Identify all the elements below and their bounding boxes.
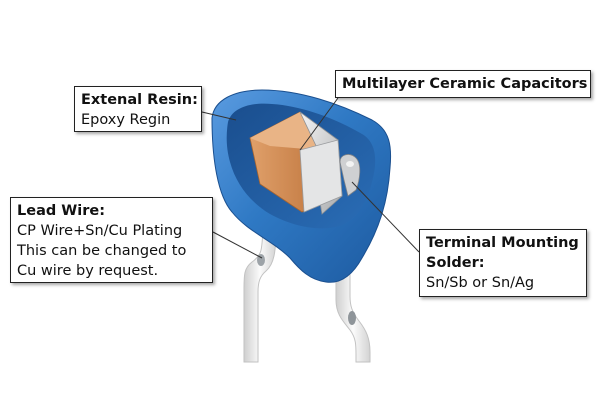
ceramic-body-top — [250, 112, 318, 150]
lead-wires — [243, 227, 371, 363]
ceramic-capacitor-chip — [249, 111, 361, 215]
leader-lines — [201, 97, 420, 259]
leader-line-mlcc — [299, 97, 339, 151]
callout-text: Cu wire by request. — [17, 263, 159, 279]
terminal-front — [299, 139, 343, 213]
callout-title: Multilayer Ceramic Capacitors — [342, 76, 588, 92]
callout-multilayer-ceramic-capacitors: Multilayer Ceramic Capacitors — [335, 70, 591, 98]
lead-wire-left — [243, 227, 277, 363]
callout-title: Extenal Resin: — [81, 92, 198, 108]
callout-text: Epoxy Regin — [81, 112, 171, 128]
callout-text: This can be changed to — [17, 243, 187, 259]
solder-highlight — [346, 161, 354, 167]
leader-line-lead — [212, 231, 263, 259]
callout-text: CP Wire+Sn/Cu Plating — [17, 223, 183, 239]
callout-title: Terminal Mounting — [426, 235, 579, 251]
wire-bend-highlight — [257, 254, 265, 266]
callout-external-resin: Extenal Resin: Epoxy Regin — [74, 86, 202, 132]
callout-title: Lead Wire: — [17, 203, 106, 219]
callout-lead-wire: Lead Wire: CP Wire+Sn/Cu Plating This ca… — [10, 197, 213, 283]
callout-title-cont: Solder: — [426, 255, 485, 271]
callout-text: Sn/Sb or Sn/Ag — [426, 275, 535, 291]
callout-terminal-mounting-solder: Terminal Mounting Solder: Sn/Sb or Sn/Ag — [419, 229, 587, 297]
leader-line-solder — [351, 181, 420, 253]
wire-bend-highlight — [348, 311, 356, 325]
leader-line-resin — [201, 111, 237, 121]
